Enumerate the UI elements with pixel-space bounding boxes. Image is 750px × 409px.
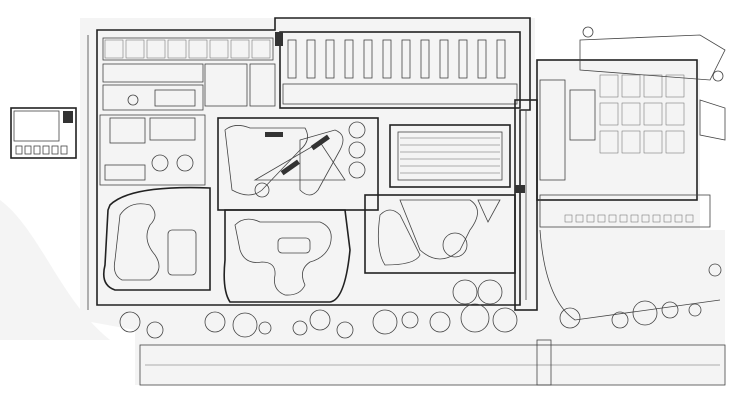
annex-cell [60, 145, 68, 155]
annex-cell [15, 145, 23, 155]
tree [429, 311, 451, 333]
table [652, 214, 661, 223]
tree [688, 303, 702, 317]
room [230, 39, 250, 59]
tree [661, 301, 679, 319]
annex-cell [33, 145, 41, 155]
seating-row [363, 39, 373, 79]
room [599, 130, 619, 154]
table [685, 214, 694, 223]
left-middle-block [99, 114, 206, 186]
middle-track [223, 209, 351, 303]
room [125, 39, 145, 59]
table [608, 214, 617, 223]
room [104, 39, 124, 59]
tree [559, 307, 581, 329]
trees [119, 26, 724, 339]
room [643, 130, 663, 154]
street [139, 339, 726, 386]
landscape-area [0, 200, 110, 340]
seating-row [306, 39, 316, 79]
seating-row [420, 39, 430, 79]
room [188, 39, 208, 59]
table [663, 214, 672, 223]
seating-row [287, 39, 297, 79]
tree [309, 309, 331, 331]
tree [582, 26, 594, 38]
seating-row [477, 39, 487, 79]
room [167, 39, 187, 59]
tree [492, 307, 518, 333]
curved-path [539, 229, 721, 321]
tree [292, 320, 308, 336]
table [564, 214, 573, 223]
tree [372, 309, 398, 335]
swimming-pool [389, 124, 511, 188]
tree [119, 311, 141, 333]
room [599, 102, 619, 126]
tree [708, 263, 722, 277]
room [665, 130, 685, 154]
table [586, 214, 595, 223]
tree [712, 70, 724, 82]
tree [232, 312, 258, 338]
tree [611, 311, 629, 329]
table [619, 214, 628, 223]
right-building [536, 34, 726, 228]
room [209, 39, 229, 59]
table [630, 214, 639, 223]
room [665, 102, 685, 126]
annex-cell [51, 145, 59, 155]
seating-row [382, 39, 392, 79]
main-hall [275, 31, 521, 109]
tree [477, 279, 503, 305]
room [599, 74, 619, 98]
tree [460, 303, 490, 333]
tree [336, 321, 354, 339]
top-left-rooms [102, 37, 276, 111]
tree [146, 321, 164, 339]
seating-row [325, 39, 335, 79]
annex-cell [42, 145, 50, 155]
main-building-outline [96, 17, 531, 306]
tree [258, 321, 272, 335]
table [597, 214, 606, 223]
table [641, 214, 650, 223]
stair-connector [514, 99, 538, 311]
table [674, 214, 683, 223]
room [621, 74, 641, 98]
seating-row [401, 39, 411, 79]
room [665, 74, 685, 98]
tree [204, 311, 226, 333]
annex-cell [24, 145, 32, 155]
site-ground [80, 18, 725, 385]
room [146, 39, 166, 59]
tree [452, 279, 478, 305]
seating-row [439, 39, 449, 79]
table [575, 214, 584, 223]
room [621, 130, 641, 154]
seating-row [344, 39, 354, 79]
annex-building [10, 107, 77, 159]
seating-row [458, 39, 468, 79]
tree [632, 300, 658, 326]
room [621, 102, 641, 126]
seating-row [496, 39, 506, 79]
left-track [102, 186, 211, 291]
tree [401, 311, 419, 329]
room [643, 74, 663, 98]
room [251, 39, 271, 59]
room [643, 102, 663, 126]
